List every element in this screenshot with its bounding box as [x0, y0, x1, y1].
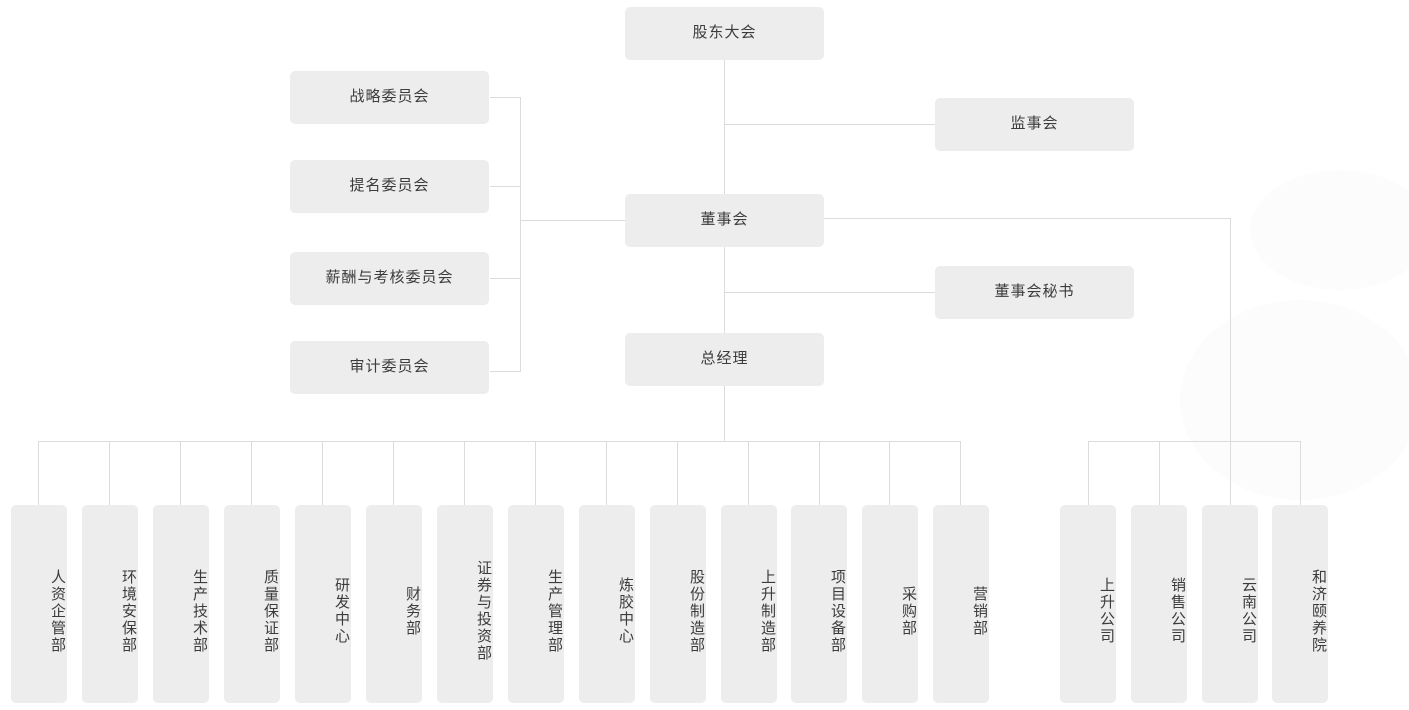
- node-department-marketing[interactable]: 营销部: [933, 505, 989, 703]
- connector-committee-1: [490, 97, 521, 98]
- node-label: 和济颐养院: [1310, 568, 1327, 654]
- node-subsidiary-shangsheng-company[interactable]: 上升公司: [1060, 505, 1116, 703]
- connector-board-supervisory: [724, 124, 935, 125]
- node-subsidiary-heji-nursing-home[interactable]: 和济颐养院: [1272, 505, 1328, 703]
- connector-committee-2: [490, 186, 521, 187]
- department-drop: [535, 441, 536, 505]
- node-label: 生产技术部: [191, 568, 208, 654]
- department-drop: [748, 441, 749, 505]
- node-label: 董事会: [700, 211, 749, 229]
- department-bus: [38, 441, 961, 442]
- node-label: 项目设备部: [829, 568, 846, 654]
- node-label: 股东大会: [692, 24, 757, 42]
- node-label: 研发中心: [333, 577, 350, 645]
- node-board-of-directors[interactable]: 董事会: [625, 194, 824, 247]
- node-label: 总经理: [700, 350, 749, 368]
- node-label: 云南公司: [1240, 577, 1257, 645]
- node-department-quality-assurance[interactable]: 质量保证部: [224, 505, 280, 703]
- node-committee-audit[interactable]: 审计委员会: [290, 341, 489, 394]
- node-department-production-technology[interactable]: 生产技术部: [153, 505, 209, 703]
- node-supervisory-board[interactable]: 监事会: [935, 98, 1134, 151]
- node-label: 证券与投资部: [475, 560, 492, 662]
- department-drop: [889, 441, 890, 505]
- subsidiary-trunk: [1230, 218, 1231, 441]
- node-label: 上升公司: [1098, 577, 1115, 645]
- node-department-finance[interactable]: 财务部: [366, 505, 422, 703]
- department-drop: [109, 441, 110, 505]
- watermark-blob: [1250, 170, 1409, 290]
- connector-gm-departments: [724, 385, 725, 441]
- subsidiary-bus: [1088, 441, 1301, 442]
- connector-board-committees: [520, 220, 625, 221]
- node-committee-strategy[interactable]: 战略委员会: [290, 71, 489, 124]
- node-label: 炼胶中心: [617, 577, 634, 645]
- subsidiary-drop: [1300, 441, 1301, 505]
- node-general-manager[interactable]: 总经理: [625, 333, 824, 386]
- node-label: 股份制造部: [688, 568, 705, 654]
- department-drop: [251, 441, 252, 505]
- node-subsidiary-yunnan-company[interactable]: 云南公司: [1202, 505, 1258, 703]
- node-subsidiary-sales-company[interactable]: 销售公司: [1131, 505, 1187, 703]
- node-department-production-management[interactable]: 生产管理部: [508, 505, 564, 703]
- node-label: 环境安保部: [120, 568, 137, 654]
- node-department-rd-center[interactable]: 研发中心: [295, 505, 351, 703]
- node-label: 销售公司: [1169, 577, 1186, 645]
- node-label: 营销部: [971, 585, 988, 637]
- node-department-shangsheng-manufacturing[interactable]: 上升制造部: [721, 505, 777, 703]
- node-department-environment-security[interactable]: 环境安保部: [82, 505, 138, 703]
- node-label: 采购部: [900, 585, 917, 637]
- node-department-project-equipment[interactable]: 项目设备部: [791, 505, 847, 703]
- subsidiary-drop: [1088, 441, 1089, 505]
- node-label: 薪酬与考核委员会: [325, 269, 454, 287]
- node-department-procurement[interactable]: 采购部: [862, 505, 918, 703]
- node-label: 提名委员会: [349, 177, 430, 195]
- department-drop: [38, 441, 39, 505]
- node-department-hr[interactable]: 人资企管部: [11, 505, 67, 703]
- node-label: 生产管理部: [546, 568, 563, 654]
- node-label: 监事会: [1010, 115, 1059, 133]
- department-drop: [819, 441, 820, 505]
- department-drop: [960, 441, 961, 505]
- department-drop: [393, 441, 394, 505]
- connector-board-secretary: [724, 292, 935, 293]
- connector-board-gm: [724, 245, 725, 335]
- connector-committee-3: [490, 278, 521, 279]
- node-department-securities-investment[interactable]: 证券与投资部: [437, 505, 493, 703]
- subsidiary-drop: [1159, 441, 1160, 505]
- node-label: 审计委员会: [349, 358, 430, 376]
- node-department-joint-stock-manufacturing[interactable]: 股份制造部: [650, 505, 706, 703]
- committee-spine: [520, 97, 521, 372]
- node-label: 战略委员会: [349, 88, 430, 106]
- node-shareholders-meeting[interactable]: 股东大会: [625, 7, 824, 60]
- subsidiary-drop: [1230, 441, 1231, 505]
- connector-board-subsidiaries: [824, 218, 1231, 219]
- department-drop: [180, 441, 181, 505]
- department-drop: [606, 441, 607, 505]
- node-committee-nomination[interactable]: 提名委员会: [290, 160, 489, 213]
- node-label: 财务部: [404, 585, 421, 637]
- department-drop: [677, 441, 678, 505]
- connector-committee-4: [490, 371, 521, 372]
- node-board-secretary[interactable]: 董事会秘书: [935, 266, 1134, 319]
- node-label: 董事会秘书: [994, 283, 1075, 301]
- department-drop: [322, 441, 323, 505]
- department-drop: [464, 441, 465, 505]
- node-label: 人资企管部: [49, 568, 66, 654]
- node-label: 质量保证部: [262, 568, 279, 654]
- node-committee-remuneration[interactable]: 薪酬与考核委员会: [290, 252, 489, 305]
- connector-shareholders-board: [724, 60, 725, 196]
- node-label: 上升制造部: [759, 568, 776, 654]
- watermark-blob: [1180, 300, 1409, 500]
- node-department-rubber-mixing-center[interactable]: 炼胶中心: [579, 505, 635, 703]
